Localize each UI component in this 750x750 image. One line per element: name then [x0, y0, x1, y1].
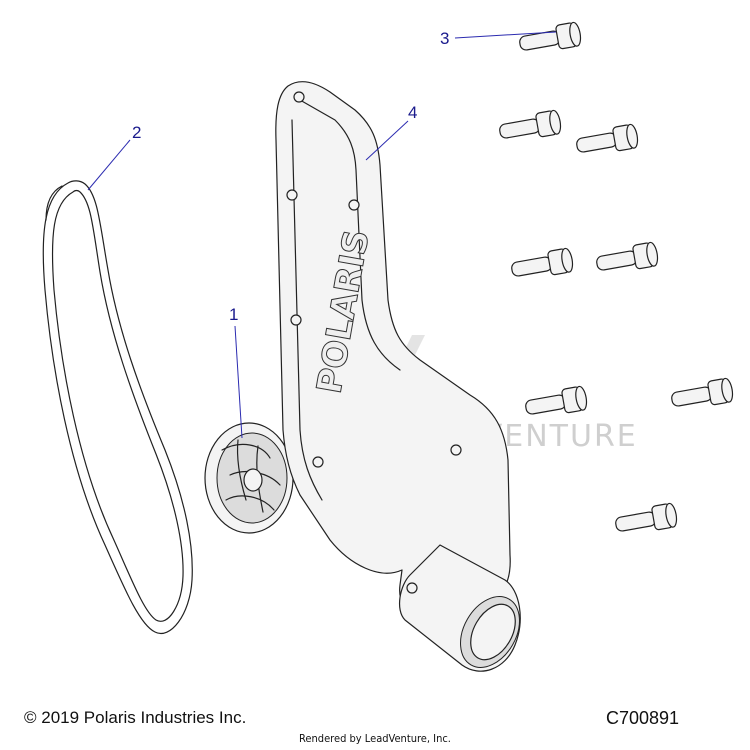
bolt	[576, 123, 639, 153]
callout-2: 2	[87, 123, 141, 191]
callout-1: 1	[229, 305, 243, 439]
bolt	[671, 377, 734, 407]
callout-3: 3	[440, 29, 557, 48]
callout-number: 4	[408, 103, 417, 122]
bolt-group	[499, 21, 734, 532]
bolt	[499, 109, 562, 139]
bolt	[596, 241, 659, 271]
impeller	[204, 422, 294, 534]
water-pump-cover: POLARIS	[275, 81, 521, 672]
callout-number: 1	[229, 305, 238, 324]
bolt	[615, 502, 678, 532]
belt	[42, 180, 193, 635]
bolt	[525, 385, 588, 415]
copyright-text: © 2019 Polaris Industries Inc.	[24, 708, 247, 727]
callout-number: 2	[132, 123, 141, 142]
drawing-id: C700891	[606, 708, 680, 728]
bolt	[519, 21, 582, 51]
callout-4: 4	[365, 103, 417, 161]
rendered-by-text: Rendered by LeadVenture, Inc.	[299, 732, 451, 745]
callout-number: 3	[440, 29, 449, 48]
bolt	[511, 247, 574, 277]
